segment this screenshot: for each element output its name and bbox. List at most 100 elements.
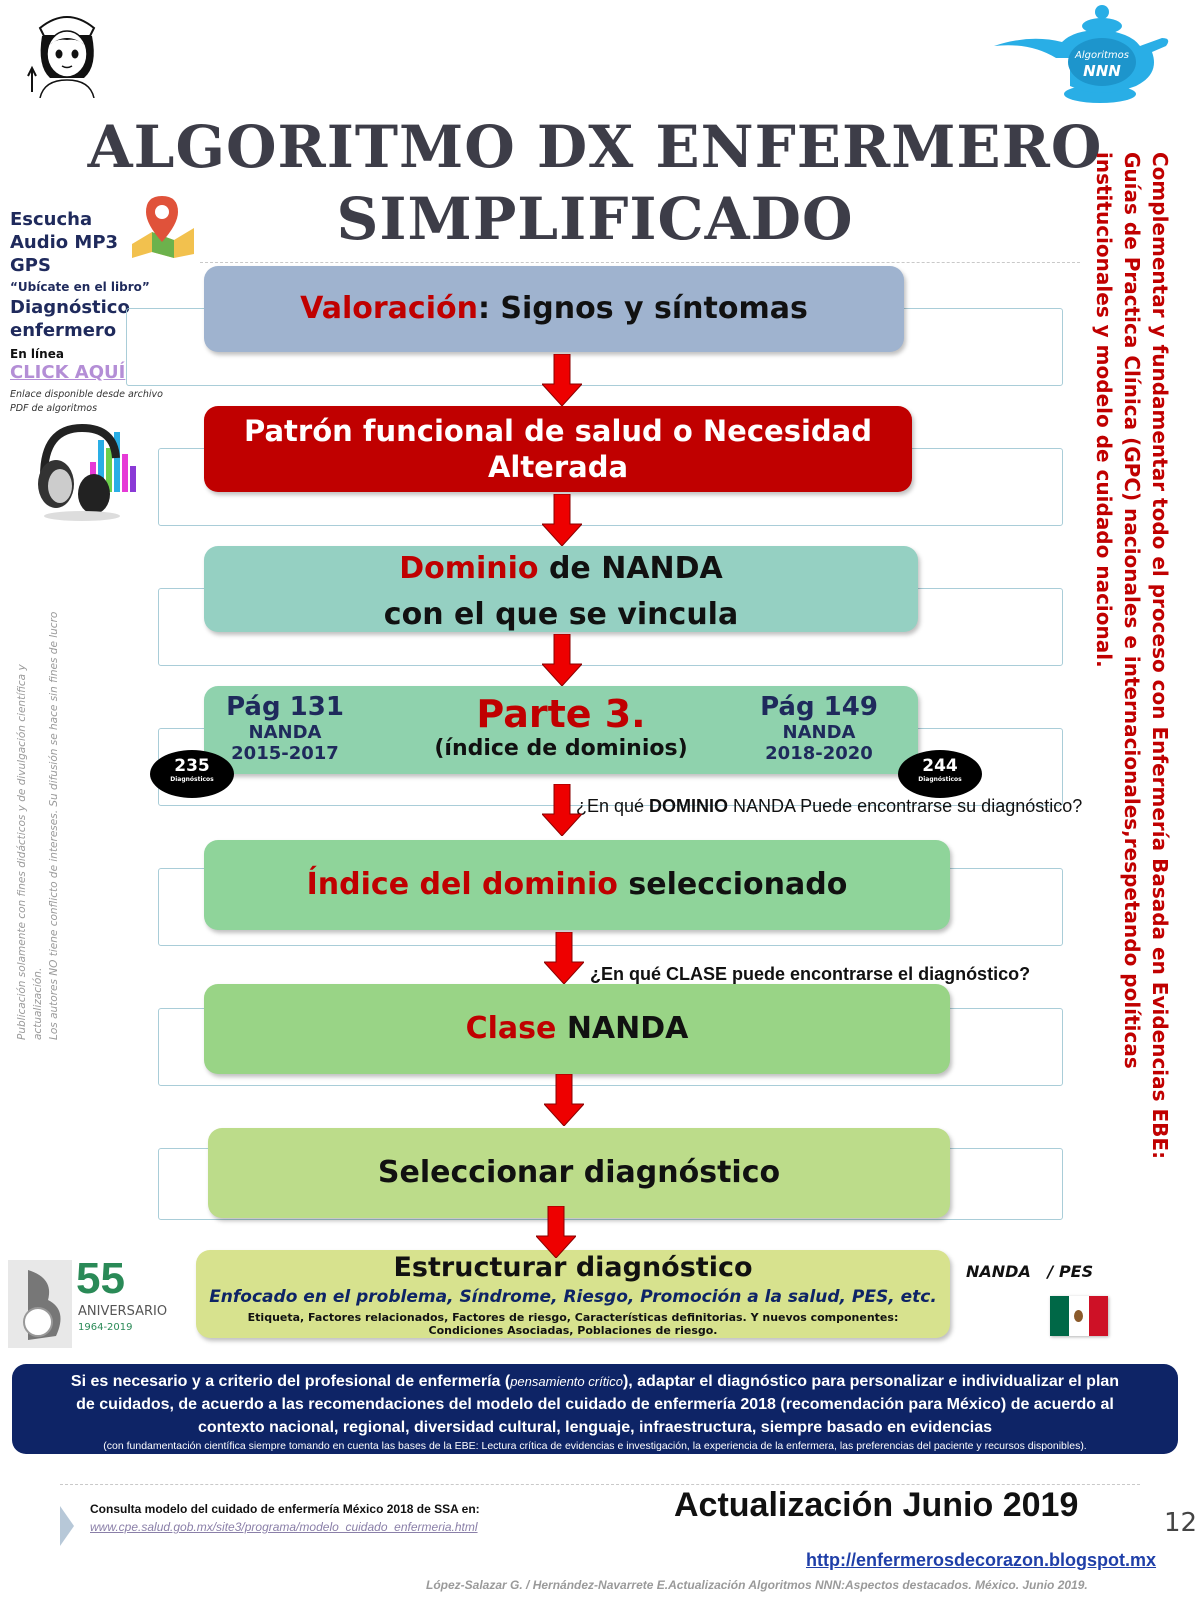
step-clase: Clase NANDA bbox=[204, 984, 950, 1074]
divider bbox=[60, 1484, 1140, 1485]
q1-post: NANDA Puede encontrarse su diagnóstico? bbox=[728, 796, 1083, 816]
arrow-down-icon bbox=[542, 354, 582, 406]
step-parte3: Pág 131 NANDA 2015-2017 Parte 3. (índice… bbox=[204, 686, 918, 774]
critical-thinking-note: Si es necesario y a criterio del profesi… bbox=[12, 1364, 1178, 1454]
badge-count-right: 244 bbox=[922, 756, 958, 776]
q1-pre: ¿En qué bbox=[576, 796, 650, 816]
badge-count-left: 235 bbox=[174, 756, 210, 776]
logo-line1: Algoritmos bbox=[1074, 50, 1129, 61]
nurse-illustration bbox=[22, 6, 112, 99]
arrow-down-icon bbox=[542, 784, 582, 836]
step-valoracion: Valoración: Signos y síntomas bbox=[204, 266, 904, 352]
footer-ssa-link[interactable]: www.cpe.salud.gob.mx/site3/programa/mode… bbox=[90, 1520, 478, 1534]
dominio-label: Dominio bbox=[399, 551, 539, 586]
footer-consulta: Consulta modelo del cuidado de enfermerí… bbox=[90, 1502, 480, 1516]
arrow-down-icon bbox=[544, 1074, 584, 1126]
estructurar-line2: Condiciones Asociadas, Poblaciones de ri… bbox=[428, 1324, 718, 1337]
play-triangle-icon bbox=[60, 1506, 74, 1546]
arrow-down-icon bbox=[542, 634, 582, 686]
parte-right: Pág 149 NANDA 2018-2020 bbox=[754, 692, 884, 764]
parte-left: Pág 131 NANDA 2015-2017 bbox=[220, 692, 350, 764]
step-indice: Índice del dominio seleccionado bbox=[204, 840, 950, 930]
badge-sub-left: Diagnósticos bbox=[170, 776, 214, 783]
divider bbox=[200, 262, 1080, 263]
left-nanda: NANDA bbox=[248, 722, 322, 743]
mexico-flag-icon bbox=[1050, 1296, 1108, 1336]
estructurar-subtitle: Enfocado en el problema, Síndrome, Riesg… bbox=[209, 1287, 937, 1307]
headphones-icon[interactable] bbox=[34, 418, 138, 522]
anniversary-badge: 55 ANIVERSARIO 1964-2019 bbox=[8, 1254, 188, 1350]
page-title-line2: SIMPLIFICADO bbox=[336, 185, 854, 253]
side-gps: GPS bbox=[10, 255, 51, 276]
parte-title: Parte 3. bbox=[476, 692, 646, 736]
footer-credit: López-Salazar G. / Hernández-Navarrete E… bbox=[426, 1578, 1088, 1592]
critical-line1-post: ), adaptar el diagnóstico para personali… bbox=[622, 1373, 1120, 1390]
nanda-pes-label: NANDA / PES bbox=[966, 1262, 1094, 1281]
step-estructurar: Estructurar diagnóstico Enfocado en el p… bbox=[196, 1250, 950, 1338]
anniversary-label: ANIVERSARIO bbox=[78, 1304, 168, 1319]
clase-rest: NANDA bbox=[556, 1011, 689, 1046]
indice-label: Índice del dominio bbox=[306, 867, 618, 902]
ebe-line1: Complementar y fundamentar todo el proce… bbox=[1148, 152, 1172, 1160]
side-enlace-2: PDF de algoritmos bbox=[10, 403, 98, 414]
critical-line1-pre: Si es necesario y a criterio del profesi… bbox=[70, 1373, 511, 1390]
disclaimer-line2: Los autores NO tiene conflicto de intere… bbox=[48, 611, 60, 1040]
side-diagnostico: Diagnóstico bbox=[10, 297, 130, 318]
valoracion-label: Valoración bbox=[300, 291, 478, 326]
parte-center: Parte 3. (índice de dominios) bbox=[404, 692, 718, 761]
disclaimer-line1: Publicación solamente con fines didáctic… bbox=[16, 664, 44, 1040]
patron-line1: Patrón funcional de salud o Necesidad bbox=[244, 414, 872, 448]
logo-line2: NNN bbox=[1083, 62, 1121, 80]
side-enlace-1: Enlace disponible desde archivo bbox=[10, 389, 163, 400]
estructurar-title: Estructurar diagnóstico bbox=[393, 1252, 753, 1283]
question-dominio: ¿En qué DOMINIO NANDA Puede encontrarse … bbox=[576, 796, 1082, 817]
critical-line1: Si es necesario y a criterio del profesi… bbox=[12, 1370, 1178, 1393]
badge-235-diagnosticos: 235 Diagnósticos bbox=[150, 750, 234, 798]
arrow-down-icon bbox=[544, 932, 584, 984]
side-audio: Audio MP3 bbox=[10, 232, 119, 253]
anniversary-number: 55 bbox=[76, 1254, 125, 1303]
valoracion-rest: : Signos y síntomas bbox=[477, 291, 808, 326]
right-nanda: NANDA bbox=[782, 722, 856, 743]
parte-subtitle: (índice de dominios) bbox=[434, 736, 688, 761]
question-clase: ¿En qué CLASE puede encontrarse el diagn… bbox=[590, 964, 1031, 984]
critical-line1-it: pensamiento crítico bbox=[510, 1374, 623, 1389]
step-patron: Patrón funcional de salud o Necesidad Al… bbox=[204, 406, 912, 492]
right-years: 2018-2020 bbox=[765, 743, 873, 764]
anniversary-emblem bbox=[8, 1260, 72, 1348]
page-number: 12 bbox=[1164, 1508, 1198, 1538]
side-enlace-note: Enlace disponible desde archivo PDF de a… bbox=[10, 388, 163, 416]
page-title-line1: ALGORITMO DX ENFERMERO bbox=[87, 113, 1103, 181]
badge-244-diagnosticos: 244 Diagnósticos bbox=[898, 750, 982, 798]
estructurar-line1: Etiqueta, Factores relacionados, Factore… bbox=[247, 1311, 899, 1324]
critical-line2: de cuidados, de acuerdo a las recomendac… bbox=[76, 1396, 1114, 1413]
genie-lamp-logo: Algoritmos NNN bbox=[990, 2, 1180, 106]
dominio-line2: con el que se vincula bbox=[383, 597, 739, 632]
anniversary-years: 1964-2019 bbox=[78, 1322, 133, 1333]
patron-line2: Alterada bbox=[487, 450, 629, 484]
ebe-vertical-note: Complementar y fundamentar todo el proce… bbox=[1090, 152, 1174, 1262]
ebe-line2: Guías de Practica Clínica (GPC) nacional… bbox=[1120, 152, 1144, 1069]
click-aqui-link[interactable]: CLICK AQUÍ bbox=[10, 362, 126, 383]
side-enfermero: enfermero bbox=[10, 320, 117, 341]
clase-label: Clase bbox=[465, 1011, 557, 1046]
side-escucha-block: Escucha Audio MP3 GPS bbox=[10, 208, 118, 277]
arrow-down-icon bbox=[536, 1206, 576, 1258]
arrow-down-icon bbox=[542, 494, 582, 546]
indice-rest: seleccionado bbox=[617, 867, 848, 902]
side-en-linea: En línea bbox=[10, 347, 64, 361]
footer-actualizacion: Actualización Junio 2019 bbox=[674, 1486, 1079, 1524]
step-seleccionar: Seleccionar diagnóstico bbox=[208, 1128, 950, 1218]
dominio-rest: de NANDA bbox=[538, 551, 723, 586]
map-pin-icon bbox=[128, 192, 198, 258]
side-diagnostico-block: Diagnóstico enfermero bbox=[10, 296, 130, 342]
ebe-line3: institucionales y modelo de cuidado naci… bbox=[1092, 152, 1116, 668]
disclaimer: Publicación solamente con fines didáctic… bbox=[14, 590, 62, 1040]
right-pag: Pág 149 bbox=[760, 692, 878, 722]
left-pag: Pág 131 bbox=[226, 692, 344, 722]
step-dominio: Dominio de NANDA con el que se vincula bbox=[204, 546, 918, 632]
side-ubicate: “Ubícate en el libro” bbox=[10, 280, 150, 294]
side-escucha: Escucha bbox=[10, 209, 93, 230]
left-years: 2015-2017 bbox=[231, 743, 339, 764]
blog-link[interactable]: http://enfermerosdecorazon.blogspot.mx bbox=[806, 1550, 1157, 1570]
